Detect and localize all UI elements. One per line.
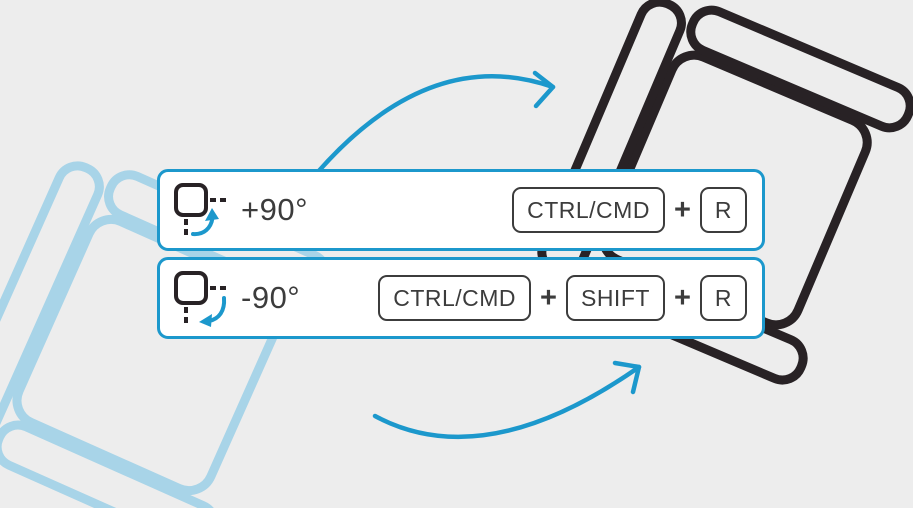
shortcut-row-rotate-minus-90: -90° CTRL/CMD + SHIFT + R [157,257,765,339]
shortcut-keys: CTRL/CMD + SHIFT + R [378,275,747,321]
rotation-arrow-bottom [372,360,642,440]
rotate-counterclockwise-icon [174,270,227,327]
key-r: R [699,275,747,321]
shortcut-row-rotate-plus-90: +90° CTRL/CMD + R [157,169,765,251]
key-r: R [699,187,747,233]
plus-separator: + [673,281,691,314]
shortcut-keys: CTRL/CMD + R [512,187,747,233]
key-shift: SHIFT [565,275,665,321]
plus-separator: + [540,281,557,314]
key-ctrl-cmd: CTRL/CMD [512,187,665,233]
rotation-angle-label: -90° [241,280,301,315]
rotation-angle-label: +90° [241,192,308,227]
key-ctrl-cmd: CTRL/CMD [378,275,532,321]
rotate-clockwise-icon [174,182,226,236]
rotation-arrow-top [314,70,556,176]
plus-separator: + [673,193,691,226]
